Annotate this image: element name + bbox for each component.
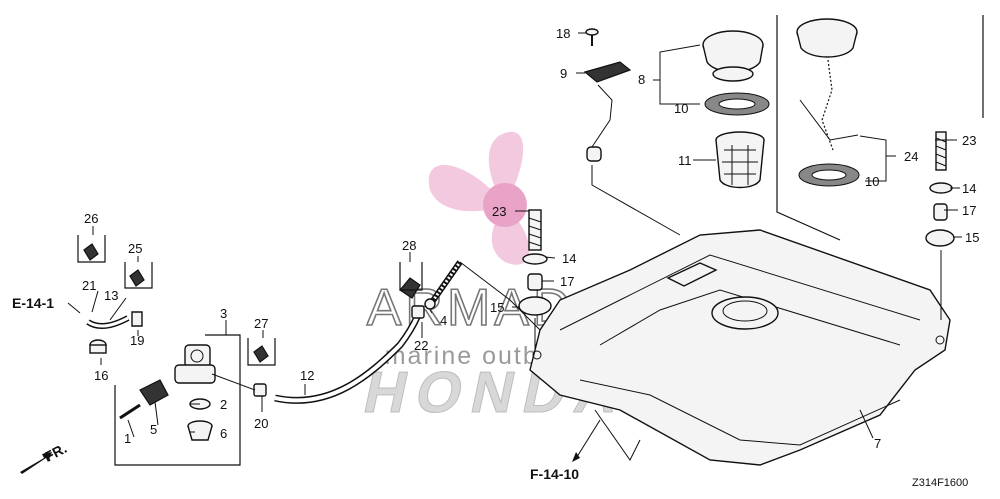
label-21: 21	[82, 278, 96, 293]
cock-screw	[119, 403, 141, 420]
label-14-center: 14	[562, 251, 576, 266]
fuel-cock	[139, 344, 256, 406]
label-17-center: 17	[560, 274, 574, 289]
tube-clip-22	[411, 305, 425, 319]
label-3: 3	[220, 306, 227, 321]
cable-tie-4	[424, 260, 463, 310]
label-28: 28	[402, 238, 416, 253]
label-1: 1	[124, 431, 131, 446]
leader-lines	[91, 32, 962, 461]
label-10-lower: 10	[865, 174, 879, 189]
hose-13	[86, 315, 130, 330]
label-26: 26	[84, 211, 98, 226]
fuel-tank	[529, 229, 951, 466]
label-23-center: 23	[492, 204, 506, 219]
cap-assy-box	[776, 15, 984, 241]
fuel-gauge	[583, 61, 681, 236]
packing-upper	[704, 92, 770, 116]
clip-19	[131, 311, 143, 327]
clamp-27	[247, 338, 276, 366]
center-mount-stack	[518, 209, 552, 350]
ref-e14-1: E-14-1	[12, 295, 81, 314]
label-13: 13	[104, 288, 118, 303]
cock-cup	[187, 420, 213, 441]
label-4: 4	[440, 313, 447, 328]
label-25: 25	[128, 241, 142, 256]
label-24: 24	[904, 149, 918, 164]
label-8: 8	[638, 72, 645, 87]
label-23-right: 23	[962, 133, 976, 148]
label-18: 18	[556, 26, 570, 41]
ref-f14-10-text: F-14-10	[530, 466, 579, 482]
label-5: 5	[150, 422, 157, 437]
label-9: 9	[560, 66, 567, 81]
label-2: 2	[220, 397, 227, 412]
label-10-upper: 10	[674, 101, 688, 116]
label-17-right: 17	[962, 203, 976, 218]
ref-f14-10: F-14-10	[530, 419, 601, 482]
fuel-cock-box	[114, 334, 241, 466]
fuel-tube	[274, 313, 422, 404]
label-7: 7	[874, 436, 881, 451]
tube-clip-20	[253, 383, 267, 397]
label-12: 12	[300, 368, 314, 383]
part-labels: 1 2 3 4 5 6 7 8 9 10 10 11 12 13 14 14 1…	[82, 26, 979, 451]
front-arrow-text: FR.	[42, 440, 69, 465]
clamp-25	[124, 262, 153, 289]
label-6: 6	[220, 426, 227, 441]
label-15-right: 15	[965, 230, 979, 245]
tethered-cap	[796, 18, 859, 151]
grommet-16	[89, 339, 107, 354]
label-22: 22	[414, 338, 428, 353]
label-20: 20	[254, 416, 268, 431]
label-16: 16	[94, 368, 108, 383]
label-27: 27	[254, 316, 268, 331]
label-14-right: 14	[962, 181, 976, 196]
fuel-strainer	[715, 131, 765, 189]
gauge-screw	[585, 28, 599, 46]
filler-cap	[702, 30, 764, 82]
front-arrow: FR.	[20, 440, 69, 474]
front-arrow-icon	[20, 452, 52, 474]
label-19: 19	[130, 333, 144, 348]
label-11: 11	[678, 153, 692, 168]
propeller-logo	[428, 131, 530, 265]
clamp-26	[77, 235, 106, 263]
ref-e14-1-text: E-14-1	[12, 295, 54, 311]
diagram-code: Z314F1600	[912, 477, 968, 489]
clamp-28	[399, 262, 423, 299]
packing-lower	[798, 163, 860, 187]
label-15-center: 15	[490, 300, 504, 315]
